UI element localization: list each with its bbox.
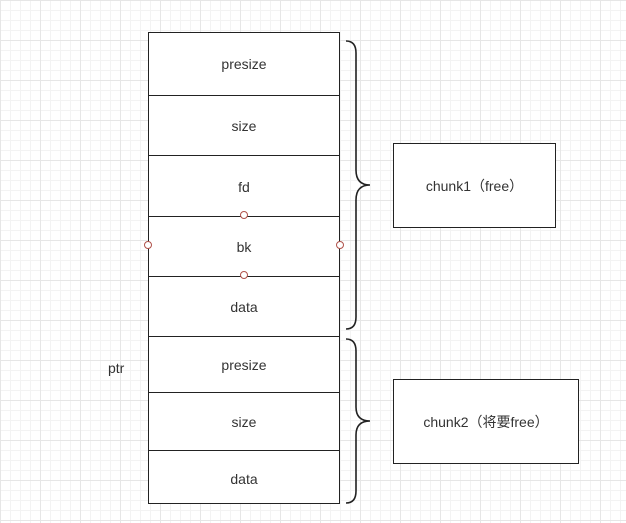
chunk1-fd-field: fd [149,155,339,217]
chunk1-presize-field: presize [221,56,267,72]
ptr-label: ptr [108,360,125,376]
chunk2-brace [345,338,371,504]
chunk-stack: presize size fd bk data presize size dat… [148,32,340,504]
chunk2-presize-field: presize [149,336,339,393]
chunk1-label-box: chunk1（free） [393,143,556,228]
chunk2-size-field: size [149,392,339,451]
chunk1-brace [345,40,371,330]
resize-handle-left[interactable] [144,241,152,249]
resize-handle-right[interactable] [336,241,344,249]
chunk2-data-field: data [149,450,339,506]
chunk2-label-box: chunk2（将要free） [393,379,579,464]
resize-handle-top[interactable] [240,211,248,219]
resize-handle-bottom[interactable] [240,271,248,279]
chunk1-size-field: size [149,95,339,156]
